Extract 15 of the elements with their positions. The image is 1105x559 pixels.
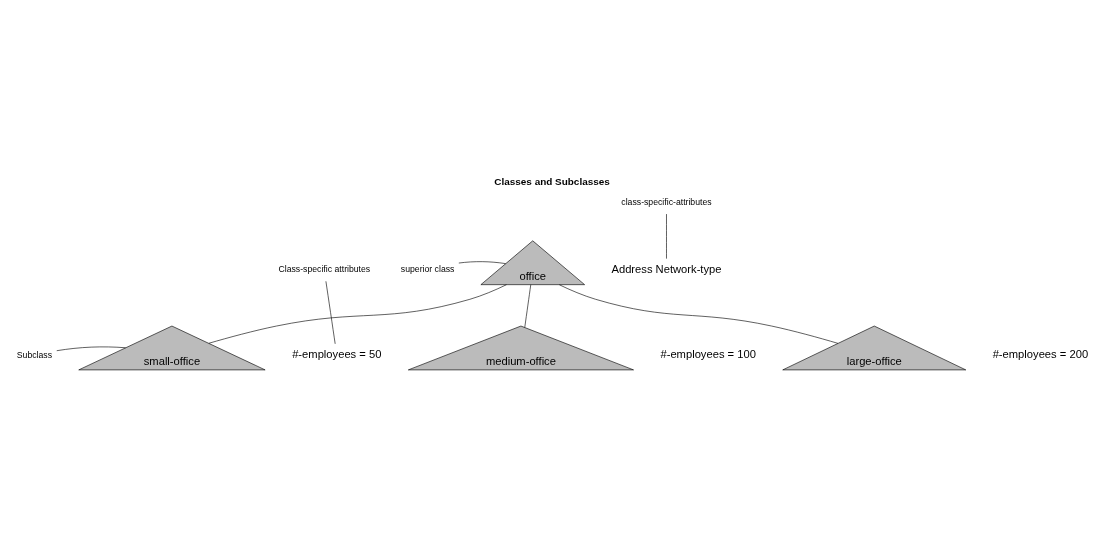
- node-label: #-employees = 200: [992, 347, 1089, 360]
- connector: [208, 283, 507, 344]
- node-text: class-specific-attributes: [621, 196, 712, 207]
- node-text: superior class: [400, 263, 455, 274]
- diagram-title: Classes and Subclasses: [494, 175, 610, 187]
- connector: [524, 283, 532, 328]
- connector: [325, 280, 336, 344]
- node-text: Address Network-type: [611, 262, 722, 275]
- node-text: Subclass: [16, 349, 53, 360]
- connector: [559, 283, 839, 344]
- connector: [56, 346, 126, 351]
- connector: [458, 260, 506, 264]
- node-text: Class-specific attributes: [278, 263, 371, 274]
- node-text: #-employees = 50: [292, 347, 382, 360]
- node-label: #-employees = 100: [660, 347, 756, 360]
